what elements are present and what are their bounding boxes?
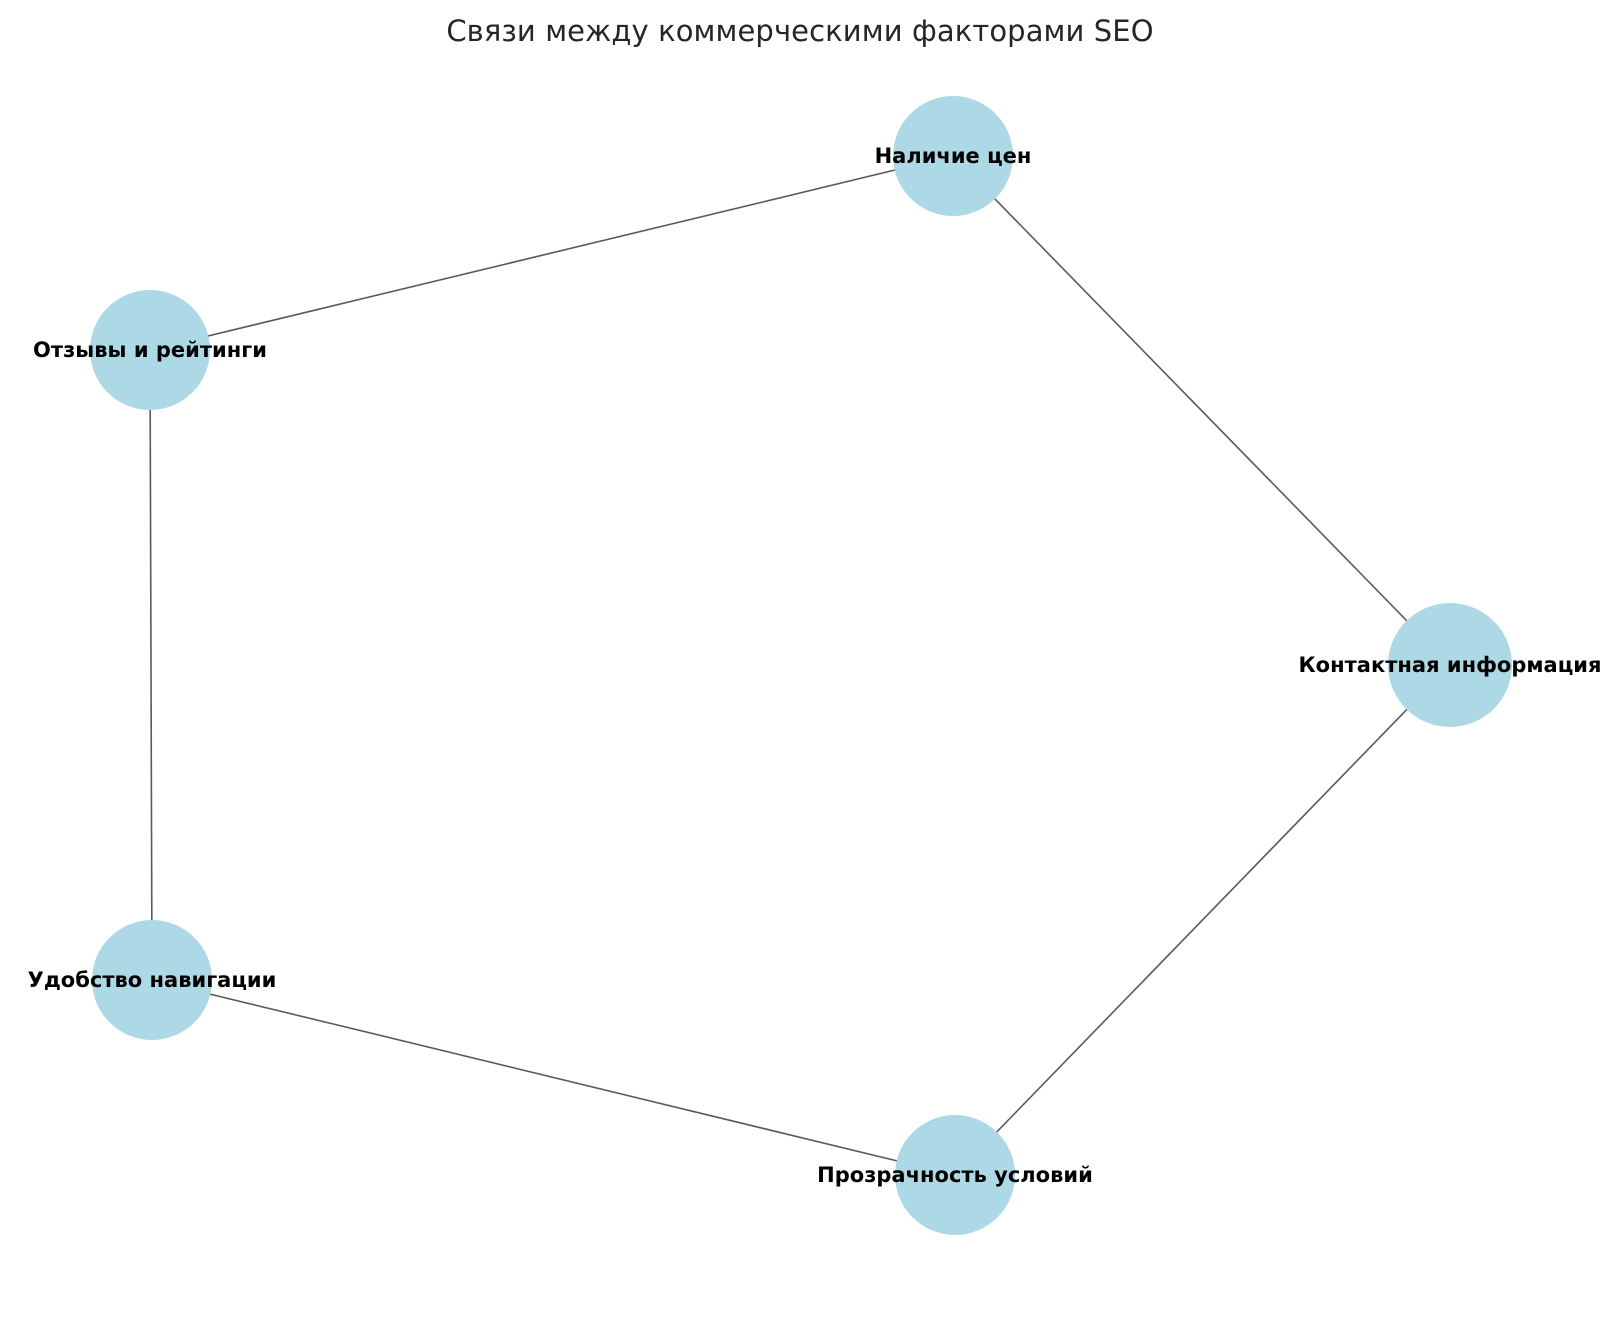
graph-node-circle[interactable]	[90, 290, 210, 410]
page-title: Связи между коммерческими факторами SEO	[446, 14, 1154, 48]
graph-node-circle[interactable]	[893, 96, 1013, 216]
graph-node-label: Контактная информация	[1299, 653, 1600, 677]
graph-node[interactable]: Контактная информация	[1299, 603, 1600, 727]
graph-node-label: Наличие цен	[875, 144, 1032, 168]
graph-node-circle[interactable]	[1388, 603, 1512, 727]
graph-node-label: Прозрачность условий	[817, 1163, 1093, 1187]
graph-node[interactable]: Удобство навигации	[28, 920, 277, 1040]
edges-layer	[149, 155, 1451, 1176]
graph-node[interactable]: Наличие цен	[875, 96, 1032, 216]
graph-edge	[952, 155, 1451, 666]
graph-edge	[149, 349, 153, 981]
graph-edge	[149, 155, 954, 351]
graph-node-circle[interactable]	[895, 1115, 1015, 1235]
graph-node[interactable]: Отзывы и рейтинги	[33, 290, 267, 410]
graph-node-label: Отзывы и рейтинги	[33, 338, 267, 362]
graph-edge	[954, 664, 1451, 1176]
graph-node-label: Удобство навигации	[28, 968, 277, 992]
graph-node[interactable]: Прозрачность условий	[817, 1115, 1093, 1235]
graph-edge	[151, 979, 956, 1176]
graph-node-circle[interactable]	[92, 920, 212, 1040]
